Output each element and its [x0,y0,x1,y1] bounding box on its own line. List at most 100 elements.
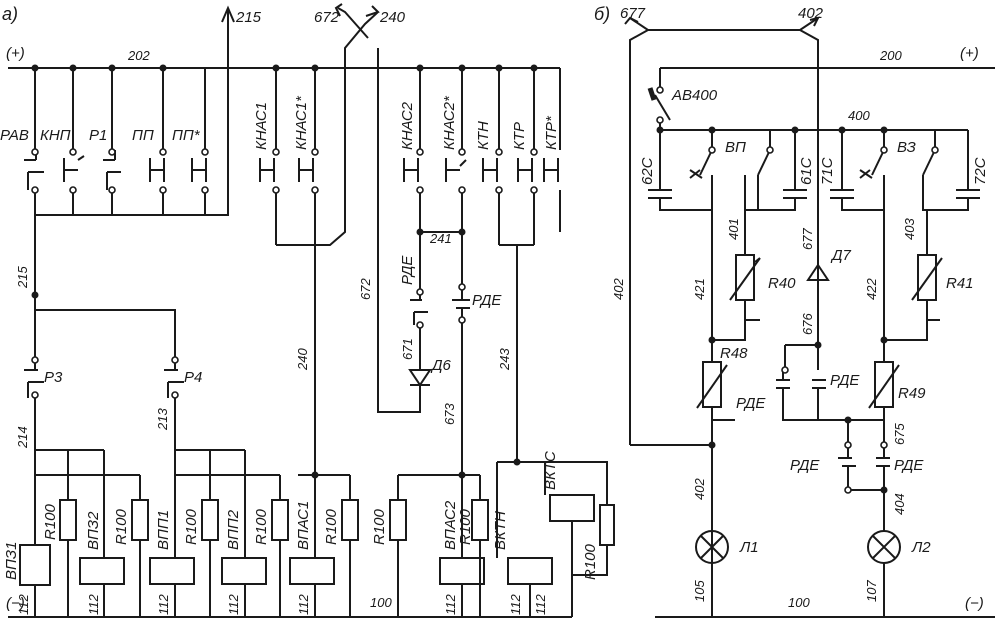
coil-vpas2 [439,557,485,585]
svg-text:71С: 71С [819,157,836,185]
wire-677: 677 [800,228,815,250]
svg-text:РДЕ: РДЕ [894,457,924,474]
svg-text:112: 112 [508,594,523,615]
contact-group-ktr: КТН КТР КТР* [475,68,561,246]
wire-202: 202 [127,48,150,63]
label-knas1s: КНАС1* [293,95,310,150]
label-ktr: КТР [511,122,528,150]
svg-text:ВП: ВП [725,139,746,156]
wire-100-right: 100 [788,595,810,610]
breaker-av400: АВ400 [647,68,718,130]
label-p3: Р3 [44,369,63,386]
svg-text:Д7: Д7 [830,247,852,264]
branch-rde-middle: РДЕ РДЕ [736,341,884,424]
svg-text:Р1: Р1 [89,127,107,144]
label-rde-a: РДЕ [399,255,416,285]
svg-text:ВПЗ1: ВПЗ1 [3,542,20,580]
svg-text:РДЕ: РДЕ [736,395,766,412]
label-rde-b: РДЕ [472,292,502,309]
svg-text:РДЕ: РДЕ [830,372,860,389]
resistor-r100-4 [271,499,289,541]
crossing-arrows: 677 402 402 [611,5,824,446]
branch-p3-p4: 215 Р3 Р4 214 213 [15,215,202,450]
branch-r41: 422 403 R41 [864,210,974,344]
svg-text:Л2: Л2 [911,539,931,556]
svg-text:112: 112 [86,594,101,615]
wire-215: 215 [15,266,30,289]
wire-105: 105 [692,580,707,602]
svg-text:R100: R100 [457,508,474,545]
svg-text:ПП: ПП [132,127,154,144]
svg-text:112: 112 [443,594,458,615]
label-knas1: КНАС1 [253,102,270,150]
svg-text:R40: R40 [768,275,796,292]
resistor-r100-5 [341,499,359,541]
svg-text:112: 112 [533,594,548,615]
svg-text:Л1: Л1 [739,539,759,556]
svg-text:112: 112 [156,594,171,615]
svg-text:R49: R49 [898,385,926,402]
coil-vpas1 [289,557,335,585]
svg-text:112: 112 [296,594,311,615]
contact-rav: РАВ [0,127,44,190]
svg-text:R100: R100 [253,508,270,545]
wire-676: 676 [800,313,815,335]
branch-vktn: 243 ВКТН ВКТС R100 [492,245,615,617]
contact-group-1: РАВ КНП Р1 ПП ПП* 215 [0,5,262,216]
wire-421: 421 [692,278,707,300]
branch-d6: 672 РДЕ Д6 671 [358,48,452,413]
contact-knp: КНП [40,127,85,182]
wire-213: 213 [155,408,170,431]
wire-402-left: 402 [611,278,626,300]
svg-text:R100: R100 [113,508,130,545]
branch-r48: R48 [696,340,748,617]
resistor-r100-6 [389,499,407,541]
coil-vktn [507,557,553,585]
contact-pps: ПП* [172,127,207,182]
wire-671: 671 [400,338,415,360]
arrow-215: 215 [235,9,262,26]
svg-text:ВПЗ2: ВПЗ2 [85,511,102,550]
resistor-r100-7 [471,499,489,541]
resistor-r100-1 [59,499,77,541]
wire-404: 404 [892,493,907,515]
svg-text:ВПП2: ВПП2 [225,509,242,550]
resistor-r100-3 [201,499,219,541]
resistor-r48 [702,361,722,408]
svg-text:РАВ: РАВ [0,127,29,144]
left-diagram: а) (+) (−) 202 100 РАВ КНП Р1 ПП ПП* 215 [0,3,615,618]
coil-bank: ВПЗ1 R100 ВПЗ2 R100 ВПП1 R100 ВПП2 R100 … [3,245,548,617]
coil-vpz2 [79,557,125,585]
svg-text:61С: 61С [798,157,815,185]
contact-group-1-terminals [31,148,209,194]
svg-text:ВКТС: ВКТС [542,451,559,490]
svg-text:72С: 72С [972,157,989,185]
wire-403: 403 [902,218,917,240]
svg-text:ПП*: ПП* [172,127,201,144]
svg-text:R48: R48 [720,345,748,362]
label-d6: Д6 [430,357,452,374]
svg-text:ВКТН: ВКТН [492,511,509,550]
label-knas2s: КНАС2* [441,95,458,150]
lamp-l2: Л2 107 [864,520,931,617]
branch-vpas2: РДЕ 673 R100 ВПАС2 R100 [371,232,502,617]
svg-text:R100: R100 [371,508,388,545]
contact-group-knas1: КНАС1 КНАС1* 672 240 [253,3,406,246]
left-tag: а) [2,4,18,24]
contact-group-knas2: КНАС2 КНАС2* 241 [399,68,467,246]
coil-vkts [549,494,595,522]
wire-241: 241 [429,231,452,246]
switch-vz: ВЗ 71С 72С [819,130,989,211]
svg-text:62С: 62С [639,157,656,185]
svg-text:R100: R100 [183,508,200,545]
resistor-r100-8 [599,504,615,546]
arrow-402: 402 [798,5,824,22]
branch-r49: R49 675 РДЕ РДЕ 404 [790,340,926,520]
diode-d7: Д7 677 676 [800,210,852,345]
wire-214: 214 [15,426,30,449]
coil-vpz1 [19,544,51,586]
wire-107: 107 [864,580,879,602]
coil-vpp1 [149,557,195,585]
svg-text:112: 112 [16,594,31,615]
label-ktrs: КТР* [543,115,560,150]
